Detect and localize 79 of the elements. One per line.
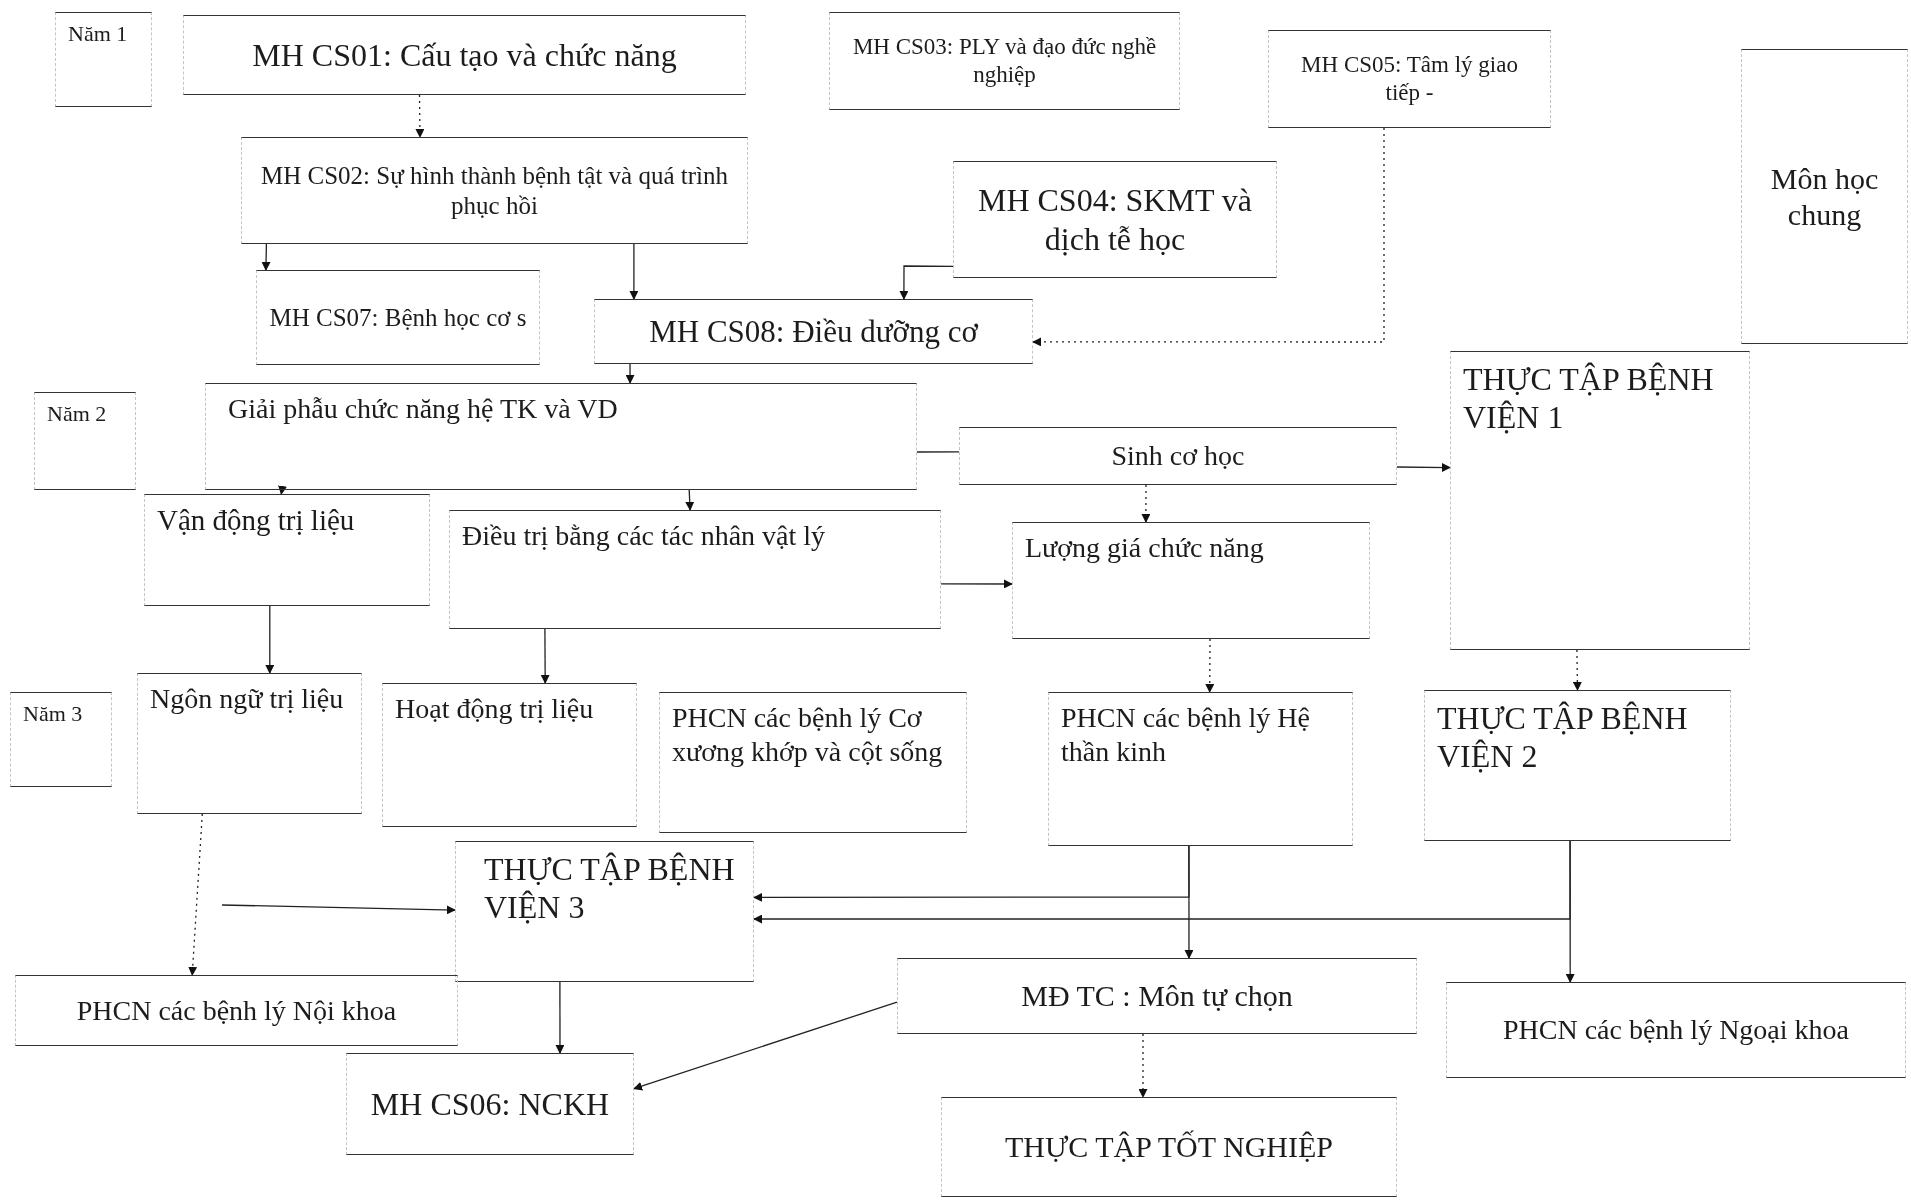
course-box [137,673,362,814]
course-title: MH CS08: Điều dưỡng cơ [649,312,978,351]
course-title: THỰC TẬP BỆNH VIỆN 2 [1437,699,1689,776]
course-box [15,975,458,1046]
arrow [1184,845,1194,959]
year-box [55,12,152,107]
arrow [1572,649,1582,691]
arrow [1141,484,1151,523]
course-title: PHCN các bệnh lý Cơ xương khớp và cột sống [672,701,944,769]
arrow [261,243,271,271]
arrow [685,489,695,511]
course-title: PHCN các bệnh lý Hệ thần kinh [1061,701,1311,769]
course-box [256,270,540,365]
course-title: THỰC TẬP BỆNH VIỆN 1 [1463,360,1715,437]
course-box [1741,49,1908,344]
course-title: MH CS04: SKMT và dịch tễ học [976,181,1254,258]
course-title: THỰC TẬP TỐT NGHIỆP [1005,1129,1333,1165]
course-title: Giải phẫu chức năng hệ TK và VD [228,392,618,426]
course-box [594,299,1033,364]
course-title: Hoạt động trị liệu [395,692,594,726]
course-box [959,427,1397,485]
course-box [953,161,1277,278]
arrow [265,605,275,674]
course-box [829,12,1180,110]
course-title: Điều trị bằng các tác nhân vật lý [462,519,826,553]
course-title: Sinh cơ học [1111,439,1245,473]
course-box [183,15,746,95]
course-box [1268,30,1551,128]
course-title: PHCN các bệnh lý Nội khoa [76,993,397,1028]
course-box [659,692,967,833]
arrow [1205,638,1215,693]
arrow [415,94,425,138]
practice-box [941,1097,1397,1197]
course-box [1012,522,1370,639]
arrow [278,485,287,495]
course-box [1048,692,1353,846]
practice-box [1450,351,1750,650]
arrow [1032,127,1385,347]
arrow [540,628,550,684]
arrow [633,1001,898,1091]
arrow [625,363,635,384]
arrow [1565,840,1575,983]
course-title: Vận động trị liệu [157,503,355,538]
course-title: MH CS05: Tâm lý giao tiếp - [1300,51,1519,107]
year-label: Năm 2 [47,401,107,428]
arrow [221,904,456,915]
course-title: MH CS07: Bệnh học cơ s [269,302,527,333]
connector-line [916,451,960,453]
course-title: MH CS01: Cấu tạo và chức năng [252,35,677,75]
year-label: Năm 1 [68,21,128,48]
arrow [1396,463,1451,472]
course-box [144,494,430,606]
course-title: Môn học chung [1769,160,1880,233]
arrow [629,243,639,300]
course-title: MH CS06: NCKH [370,1084,610,1124]
arrow [940,579,1013,589]
course-box [241,137,748,244]
arrow [1138,1033,1148,1098]
practice-box [455,841,754,982]
course-title: PHCN các bệnh lý Ngoại khoa [1502,1013,1849,1047]
year-box [34,392,136,490]
course-title: MĐ TC : Môn tự chọn [1021,978,1293,1014]
year-label: Năm 3 [23,701,83,728]
course-box [449,510,941,629]
practice-box [1424,690,1731,841]
course-title: MH CS03: PLY và đạo đức nghề nghiệp [851,33,1158,89]
course-title: Ngôn ngữ trị liệu [150,682,344,716]
course-title: Lượng giá chức năng [1025,531,1264,565]
course-title: THỰC TẬP BỆNH VIỆN 3 [484,850,736,927]
course-box [205,383,917,490]
year-box [10,692,112,787]
arrow [555,981,565,1054]
arrow [899,265,954,300]
course-title: MH CS02: Sự hình thành bệnh tật và quá trình phục hồi [260,160,729,221]
course-box [1446,982,1906,1078]
course-box [346,1053,634,1155]
course-box [897,958,1417,1034]
course-box [382,683,637,827]
arrow [188,813,203,976]
